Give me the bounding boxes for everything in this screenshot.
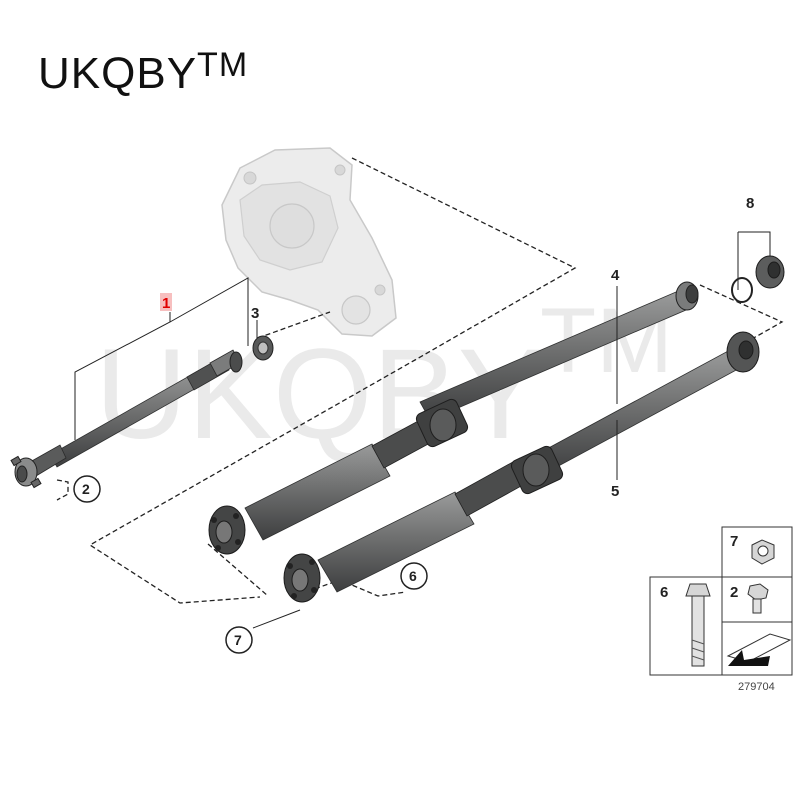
rear-driveshaft-5 [283, 331, 760, 603]
fastener-legend: 7 6 2 279704 [649, 526, 793, 693]
reference-number: 279704 [738, 681, 775, 693]
circled-callout-7: 7 [234, 632, 242, 648]
seal-part-3 [252, 335, 274, 361]
callout-1-highlight [160, 293, 172, 311]
circled-callout-2: 2 [82, 481, 90, 497]
callout-3: 3 [251, 305, 259, 322]
front-driveshaft [10, 349, 243, 489]
rear-driveshaft-4 [208, 281, 699, 555]
transfer-case [221, 147, 397, 337]
callout-labels: 1 3 4 5 8 [160, 195, 754, 500]
legend-label-7: 7 [730, 533, 738, 550]
callout-5: 5 [611, 483, 619, 500]
brand-text: UKQBY [38, 49, 198, 98]
hex-nut-icon [751, 539, 775, 565]
legend-label-6: 6 [660, 584, 668, 601]
circled-callouts: 2 6 7 [73, 475, 428, 654]
callout-8: 8 [746, 195, 754, 212]
legend-label-2: 2 [730, 584, 738, 601]
hex-bolt-icon [685, 583, 711, 667]
circled-callout-6: 6 [409, 568, 417, 584]
assembly-dashed-lines [56, 157, 784, 604]
brand-logo: UKQBYTM [38, 46, 248, 99]
pointer-arrow-icon [726, 633, 792, 666]
brand-trademark: TM [197, 46, 249, 84]
callout-1: 1 [162, 295, 170, 312]
leader-lines [74, 231, 771, 629]
flange-bolt-icon [747, 583, 769, 614]
callout-4: 4 [611, 267, 620, 284]
centering-part-8 [731, 255, 785, 303]
